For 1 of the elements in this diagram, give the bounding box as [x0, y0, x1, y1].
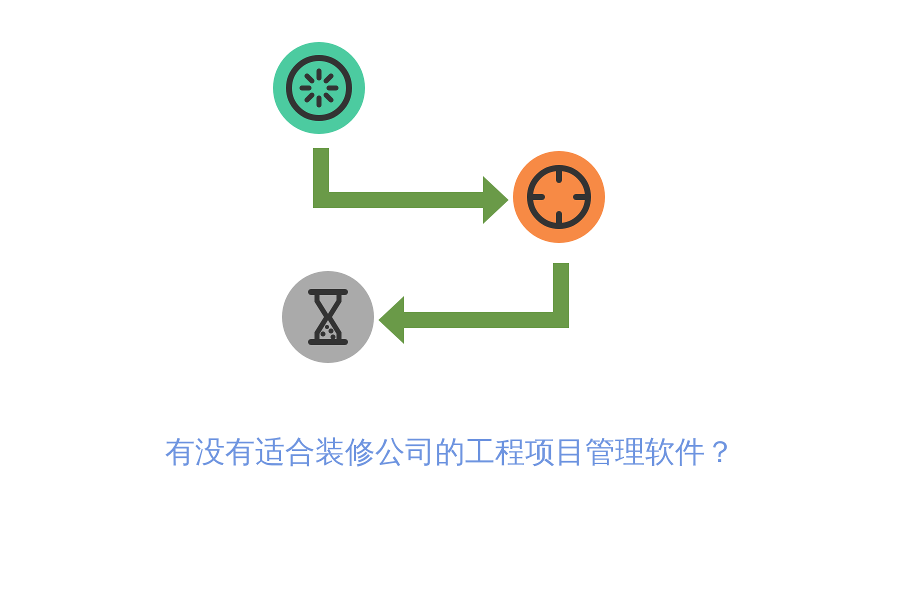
caption: 有没有适合装修公司的工程项目管理软件？ [165, 434, 735, 472]
